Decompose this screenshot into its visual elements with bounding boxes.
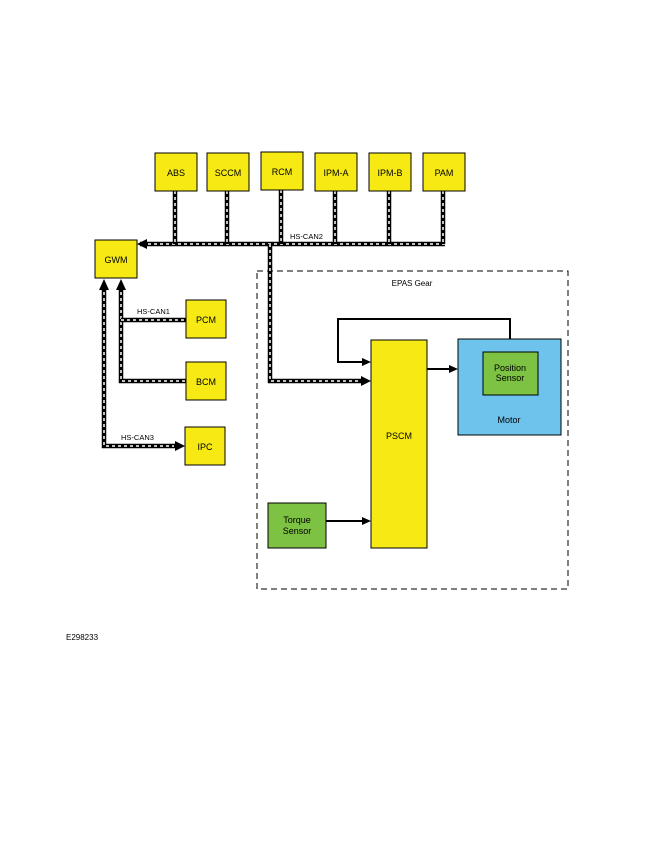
hs-can1-bus [116,279,186,384]
svg-text:Sensor: Sensor [496,373,525,383]
hs-can1-label: HS-CAN1 [137,307,170,316]
hs-can3-label: HS-CAN3 [121,433,154,442]
module-drops [172,190,446,244]
module-ipm-a: IPM-A [314,152,358,192]
svg-text:PSCM: PSCM [386,431,412,441]
hs-can2-pscm-branch [267,244,371,386]
svg-text:BCM: BCM [196,377,216,387]
torque-sensor: Torque Sensor [267,502,327,549]
position-sensor: Position Sensor [482,351,539,396]
signal-lines [326,318,511,525]
epas-gear-label: EPAS Gear [392,279,433,288]
motor-label: Motor [497,415,520,425]
svg-text:Torque: Torque [283,515,311,525]
hs-can3-bus [99,279,185,451]
module-rcm: RCM [260,151,304,191]
module-ipc: IPC [184,426,226,466]
svg-text:SCCM: SCCM [215,168,242,178]
svg-text:IPC: IPC [197,442,213,452]
svg-text:IPM-A: IPM-A [323,168,348,178]
module-pam: PAM [422,152,466,192]
svg-text:IPM-B: IPM-B [377,168,402,178]
svg-text:Position: Position [494,363,526,373]
svg-text:Sensor: Sensor [283,526,312,536]
module-ipm-b: IPM-B [368,152,412,192]
module-abs: ABS [154,152,198,192]
module-pscm: PSCM [370,339,428,549]
hs-can2-label: HS-CAN2 [290,232,323,241]
svg-text:GWM: GWM [105,255,128,265]
module-bcm: BCM [185,361,227,401]
figure-id: E298233 [66,633,99,642]
svg-text:RCM: RCM [272,167,293,177]
module-gwm: GWM [94,239,138,279]
epas-gear-boundary [256,270,569,590]
svg-text:ABS: ABS [167,168,185,178]
svg-text:PCM: PCM [196,315,216,325]
svg-text:PAM: PAM [435,168,454,178]
module-sccm: SCCM [206,152,250,192]
module-pcm: PCM [185,299,227,339]
hs-can2-bus [137,239,445,249]
